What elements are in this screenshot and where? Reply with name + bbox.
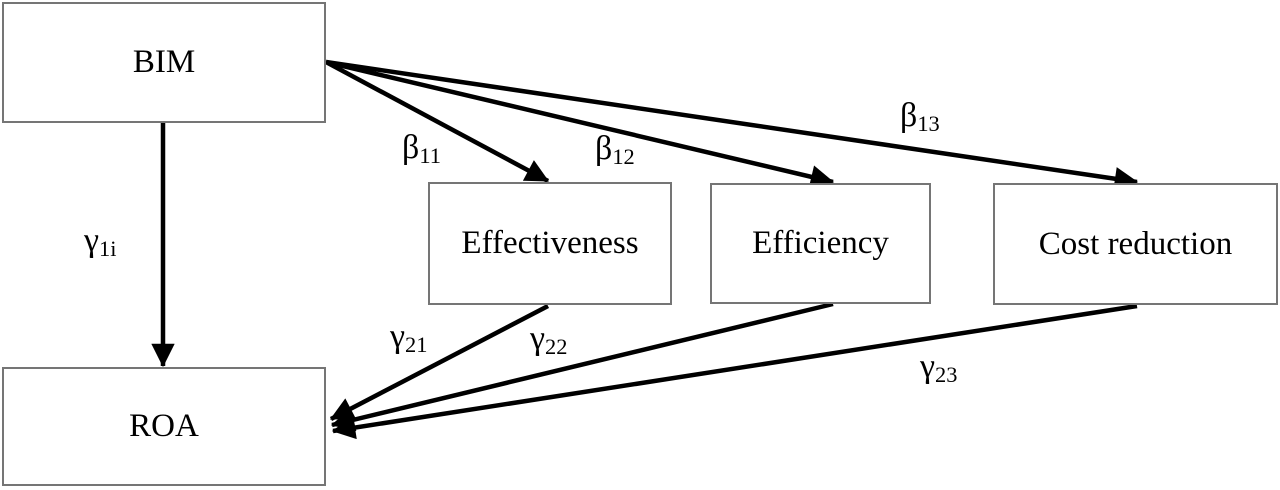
edge-label-gamma-23-base: γ bbox=[920, 348, 936, 385]
edge-label-beta-11: β11 bbox=[402, 131, 441, 167]
edge-label-gamma-21: γ21 bbox=[390, 320, 427, 356]
edge-label-gamma-21-sub: 21 bbox=[405, 331, 428, 357]
node-cost-reduction: Cost reduction bbox=[993, 183, 1278, 305]
node-efficiency: Efficiency bbox=[710, 183, 931, 304]
edge-label-gamma-1i-base: γ bbox=[84, 222, 100, 259]
node-effectiveness-label: Effectiveness bbox=[461, 225, 639, 261]
edge-label-beta-12: β12 bbox=[595, 132, 635, 168]
edge-label-beta-11-base: β bbox=[402, 129, 420, 166]
node-cost-reduction-label: Cost reduction bbox=[1038, 225, 1233, 262]
edge-label-gamma-23: γ23 bbox=[920, 350, 957, 386]
edge-label-gamma-1i: γ1i bbox=[84, 224, 116, 260]
edge-label-gamma-22-base: γ bbox=[530, 320, 546, 357]
edge-cost-reduction-to-roa bbox=[331, 303, 1138, 440]
edge-bim-to-efficiency bbox=[325, 59, 835, 189]
edge-label-beta-12-base: β bbox=[595, 130, 613, 167]
node-roa-label: ROA bbox=[129, 408, 199, 444]
edge-label-gamma-22: γ22 bbox=[530, 322, 567, 358]
edge-bim-to-cost-reduction bbox=[325, 59, 1139, 191]
edge-label-gamma-22-sub: 22 bbox=[545, 333, 568, 359]
edge-label-beta-13-base: β bbox=[900, 97, 918, 134]
edge-label-beta-12-sub: 12 bbox=[612, 143, 635, 169]
edge-label-beta-13: β13 bbox=[900, 99, 940, 135]
node-efficiency-label: Efficiency bbox=[752, 225, 889, 261]
edge-effectiveness-to-roa bbox=[329, 304, 550, 421]
node-roa: ROA bbox=[2, 367, 326, 486]
edge-label-beta-11-sub: 11 bbox=[419, 142, 441, 168]
edge-bim-to-effectiveness bbox=[324, 60, 550, 183]
edge-label-beta-13-sub: 13 bbox=[917, 110, 940, 136]
edge-label-gamma-1i-sub: 1i bbox=[99, 235, 117, 261]
edge-label-gamma-21-base: γ bbox=[390, 318, 406, 355]
edge-label-gamma-23-sub: 23 bbox=[935, 361, 958, 387]
edge-efficiency-to-roa bbox=[330, 301, 834, 432]
node-bim-label: BIM bbox=[132, 44, 196, 80]
node-effectiveness: Effectiveness bbox=[428, 182, 672, 305]
node-bim: BIM bbox=[2, 2, 326, 123]
